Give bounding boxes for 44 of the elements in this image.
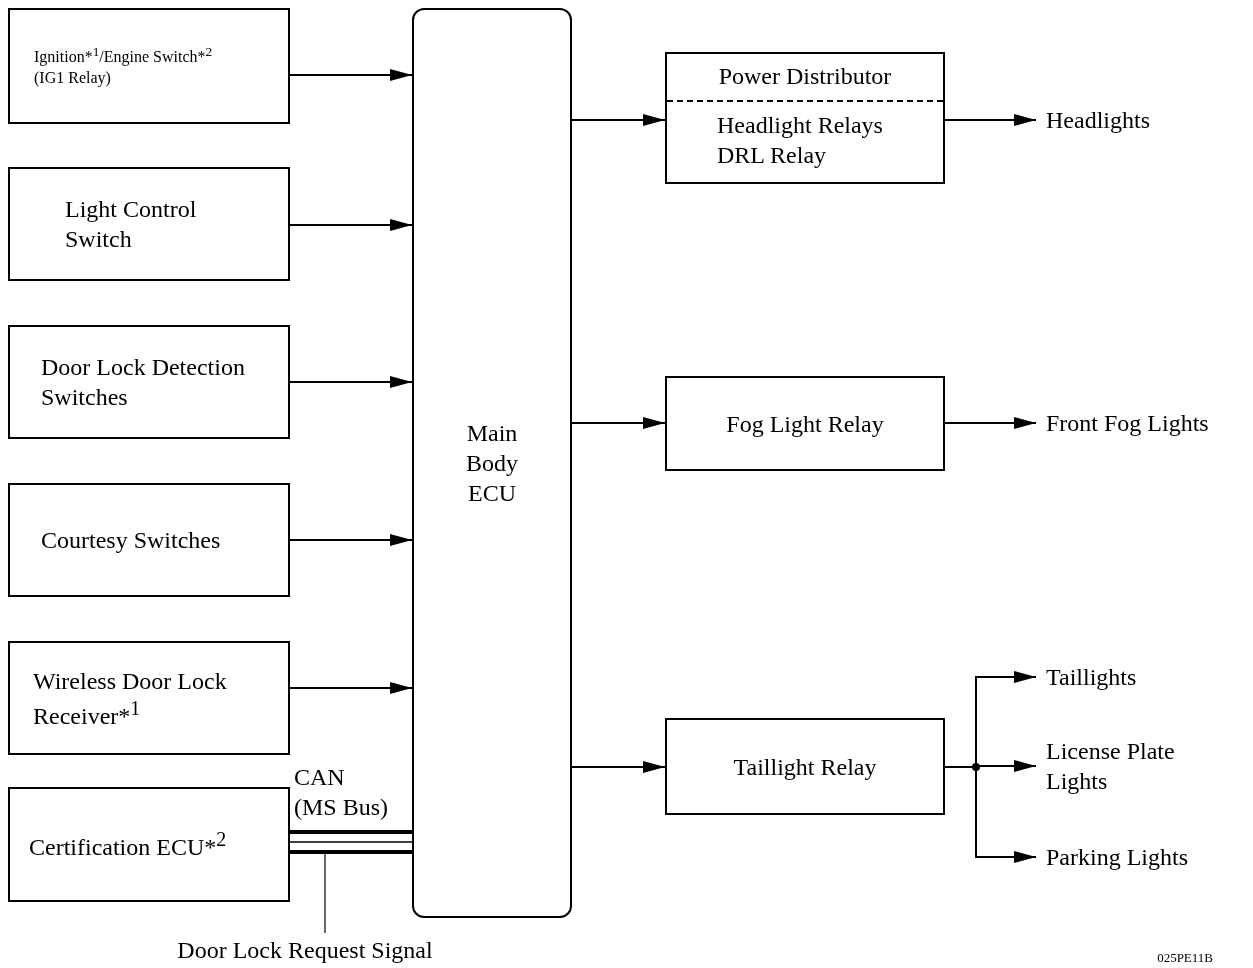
arrow [289,682,413,694]
component-box [665,718,945,815]
lamp-label: Headlights [1046,106,1150,135]
arrow [289,69,413,81]
arrow [571,761,666,773]
arrow [571,417,666,429]
edge-label: CAN (MS Bus) [294,763,390,822]
component-box [8,8,290,124]
bus-line [290,830,412,834]
lamp-label: Front Fog Lights [1046,409,1209,438]
component-box [8,787,290,902]
arrow [944,417,1037,429]
lamp-label: Parking Lights [1046,843,1188,872]
box-label: Door Lock Detection Switches [41,353,246,412]
box-label: Power Distributor [667,54,943,102]
arrow [571,114,666,126]
component-box [8,325,290,439]
box-label: Main Body ECU [465,419,519,508]
component-box [665,52,945,184]
ecu-box [412,8,572,918]
box-label: Fog Light Relay [726,409,884,439]
arrow [944,766,1037,863]
box-label: Courtesy Switches [41,526,221,555]
box-label: Taillight Relay [733,752,877,782]
component-box [8,167,290,281]
arrow [289,534,413,546]
box-label: Wireless Door Lock Receiver*$^{1}$ [33,666,228,731]
lamp-label: License Plate Lights [1046,737,1176,796]
arrow [289,219,413,231]
leader-line [324,853,326,934]
box-label: Ignition*$^{1}$/Engine Switch*$^{2}$ [34,44,213,68]
box-label: Certification ECU*$^{2}$ [29,827,227,862]
lamp-label: Taillights [1046,663,1137,692]
component-box [8,641,290,755]
component-box [8,483,290,597]
bus-line [290,850,412,854]
arrow [289,376,413,388]
box-label: (IG1 Relay) [34,67,111,88]
arrow [944,114,1037,126]
box-label: Headlight Relays DRL Relay [716,111,884,170]
figure-code: 025PE11B [1157,950,1213,966]
component-box [665,376,945,471]
signal-label: Door Lock Request Signal [177,936,433,965]
box-label: Light Control Switch [65,195,198,254]
